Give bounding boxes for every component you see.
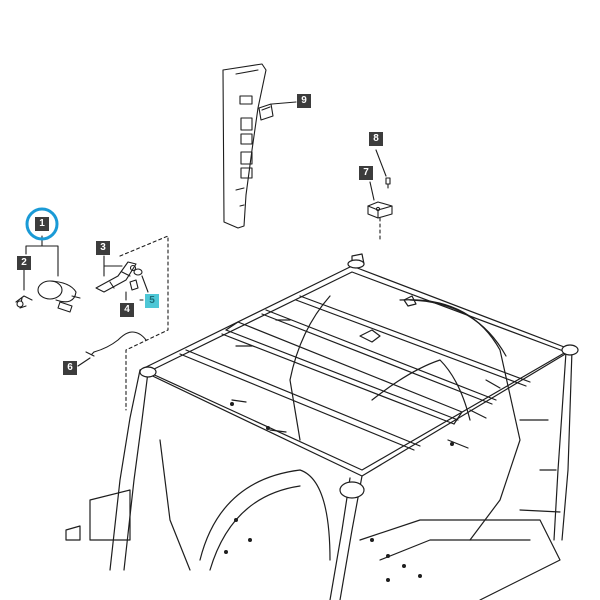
cab-frame	[65, 253, 579, 600]
callout-5[interactable]: 5	[145, 294, 159, 308]
part-4-nut	[129, 279, 139, 291]
callout-6[interactable]: 6	[63, 361, 77, 375]
callout-9[interactable]: 9	[297, 94, 311, 108]
callout-3[interactable]: 3	[96, 241, 110, 255]
callout-4[interactable]: 4	[120, 303, 134, 317]
highlight-ring	[25, 207, 59, 241]
leader-9	[271, 101, 297, 105]
leader-3	[103, 255, 123, 277]
frame-bolts	[224, 402, 454, 582]
leader-6	[77, 357, 91, 367]
part-5-washer	[133, 268, 143, 276]
leader-8	[375, 149, 387, 177]
leader-5	[141, 275, 149, 293]
callout-8[interactable]: 8	[369, 132, 383, 146]
callout-2[interactable]: 2	[17, 256, 31, 270]
callout-7[interactable]: 7	[359, 166, 373, 180]
callout-1[interactable]: 1	[35, 217, 49, 231]
dashed-guides	[119, 235, 169, 411]
pillar-switch-panel	[222, 63, 267, 229]
leader-7	[369, 181, 375, 201]
part-8-screw	[385, 177, 391, 189]
part-2-bracket	[15, 295, 33, 309]
part-1-lamp	[37, 280, 81, 313]
part-7-bracket	[367, 201, 393, 219]
part-3-mount-bracket	[95, 261, 137, 293]
part-9-switch	[258, 103, 274, 121]
part-6-cable	[85, 331, 147, 357]
leader-1-group	[25, 235, 59, 277]
